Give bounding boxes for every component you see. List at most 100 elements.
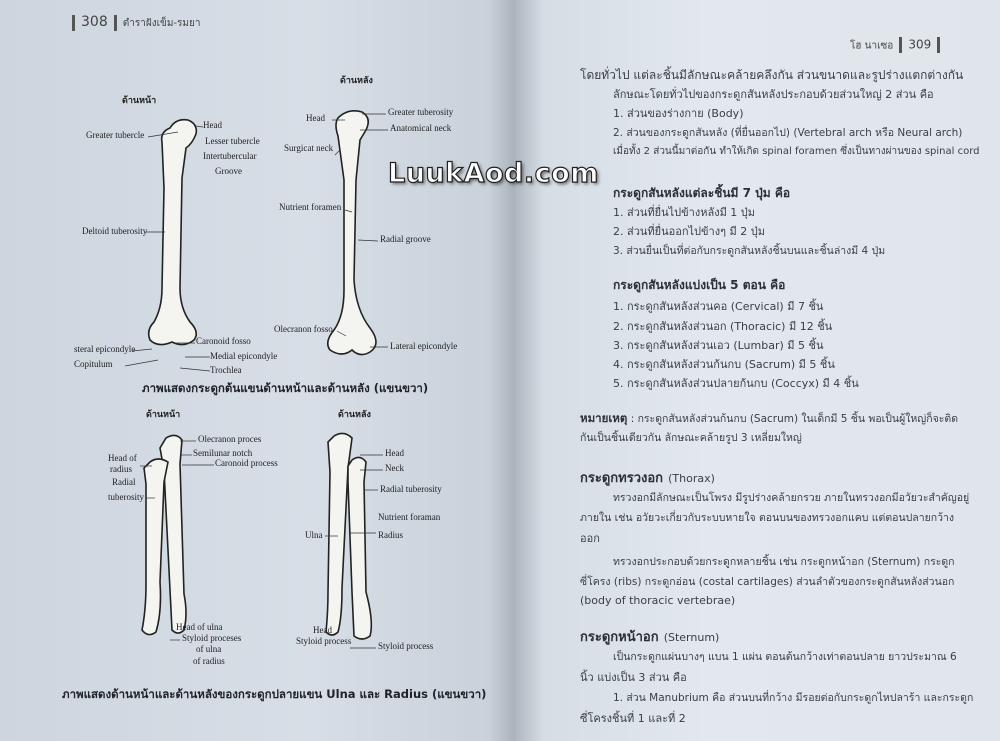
- figure-label: Radial tuberosity: [380, 484, 442, 494]
- figure-label: Anatomical neck: [390, 123, 452, 133]
- header-bar: [113, 14, 117, 31]
- sternum-line: 1. ส่วน Manubrium คือ ส่วนบนที่กว้าง มีร…: [613, 692, 974, 704]
- figure-label: of ulna: [196, 644, 222, 654]
- figure-label: Groove: [215, 166, 242, 176]
- figure-label: Radius: [378, 530, 404, 540]
- figure-label: Copitulum: [74, 359, 113, 369]
- right-running-title: โฮ นาเซอ: [850, 40, 894, 52]
- left-running-title: ตำราฝังเข็ม-รมยา: [122, 18, 201, 29]
- note-line: : กระดูกสันหลังส่วนก้นกบ (Sacrum) ในเด็ก…: [630, 413, 959, 425]
- figure-label: Head: [385, 448, 404, 458]
- note-label: หมายเหตุ: [580, 411, 628, 425]
- figure-label: Trochlea: [210, 365, 242, 375]
- sternum-line: เป็นกระดูกแผ่นบางๆ แบน 1 แผ่น ตอนต้นกว้า…: [613, 651, 957, 663]
- figure-label: tuberosity: [108, 492, 144, 502]
- thorax-line: (body of thoracic vertebrae): [580, 594, 736, 607]
- figure-label: Head: [203, 120, 222, 130]
- right-page-number: 309: [908, 37, 932, 52]
- figure-label: Lateral epicondyle: [390, 341, 458, 351]
- intro-line: ลักษณะโดยทั่วไปของกระดูกสันหลังประกอบด้ว…: [613, 88, 934, 101]
- figure-label: Head of ulna: [176, 622, 223, 632]
- figure-label: Medial epicondyle: [210, 351, 278, 361]
- sections-item: 1. กระดูกสันหลังส่วนคอ (Cervical) มี 7 ช…: [613, 300, 824, 313]
- figure1-caption: ภาพแสดงกระดูกต้นแขนด้านหน้าและด้านหลัง (…: [142, 381, 429, 395]
- processes-item: 3. ส่วนยื่นเป็นที่ต่อกับกระดูกสันหลังชิ้…: [613, 245, 886, 257]
- thorax-line: ออก: [580, 532, 600, 545]
- figure-label: Styloid process: [296, 636, 352, 646]
- intro-line: 1. ส่วนของร่างกาย (Body): [613, 107, 744, 120]
- humerus-posterior: [326, 110, 377, 356]
- processes-item: 1. ส่วนที่ยื่นไปข้างหลังมี 1 ปุ่ม: [613, 206, 756, 219]
- figure-label: Olecranon proces: [198, 434, 262, 444]
- sections-item: 4. กระดูกสันหลังส่วนก้นกบ (Sacrum) มี 5 …: [613, 358, 835, 371]
- sections-item: 5. กระดูกสันหลังส่วนปลายก้นกบ (Coccyx) ม…: [613, 377, 859, 390]
- figure-label: Caronoid fosso: [196, 336, 251, 346]
- thorax-line: ภายใน เช่น อวัยวะเกี่ยวกับระบบหายใจ ตอนบ…: [580, 512, 955, 524]
- bone-illustrations: [124, 110, 388, 649]
- figure-label: Semilunar notch: [193, 448, 253, 458]
- thorax-line: ทรวงอกมีลักษณะเป็นโพรง มีรูปร่างคล้ายกรว…: [613, 492, 970, 504]
- figure-label: Lesser tubercle: [205, 136, 260, 146]
- header-bar: [937, 37, 941, 53]
- figure2-front-title: ด้านหน้า: [146, 410, 181, 420]
- figure-label: Greater tuberosity: [388, 107, 454, 117]
- sections-item: 2. กระดูกสันหลังส่วนอก (Thoracic) มี 12 …: [613, 320, 833, 333]
- left-page: [0, 0, 515, 741]
- note-line: กันเป็นชิ้นเดียวกัน ลักษณะคล้ายรูป 3 เหล…: [580, 432, 802, 444]
- figure-label: Greater tubercle: [86, 130, 145, 140]
- sternum-heading-th: กระดูกหน้าอก: [580, 630, 659, 645]
- figure2-caption: ภาพแสดงด้านหน้าและด้านหลังของกระดูกปลายแ…: [62, 687, 487, 701]
- sections-heading: กระดูกสันหลังแบ่งเป็น 5 ตอน คือ: [613, 278, 786, 292]
- figure2-back-title: ด้านหลัง: [338, 410, 371, 420]
- figure-label: Styloid process: [378, 641, 434, 651]
- figure-label: Caronoid process: [215, 458, 278, 468]
- figure-label: Nutrient foramen: [279, 202, 342, 212]
- figure-label: Radial groove: [380, 234, 431, 244]
- figure-label: Intertubercular: [203, 151, 257, 161]
- sternum-heading: กระดูกหน้าอก (Sternum): [580, 626, 719, 647]
- thorax-heading-en: (Thorax): [668, 472, 715, 485]
- figure-label: Ulna: [305, 530, 323, 540]
- sternum-line: นิ้ว แบ่งเป็น 3 ส่วน คือ: [580, 671, 687, 684]
- processes-heading: กระดูกสันหลังแต่ละชิ้นมี 7 ปุ่ม คือ: [613, 186, 791, 200]
- figure1-front-title: ด้านหน้า: [122, 96, 157, 106]
- intro-line: โดยทั่วไป แต่ละชิ้นมีลักษณะคล้ายคลึงกัน …: [580, 68, 964, 82]
- right-page: [515, 0, 1000, 741]
- watermark: LuukAod.com: [387, 157, 599, 189]
- left-page-number: 308: [81, 14, 108, 30]
- radius-posterior: [347, 456, 373, 640]
- ulna-anterior: [159, 434, 187, 634]
- left-page-header: 308 ตำราฝังเข็ม-รมยา: [66, 14, 200, 31]
- header-bar: [72, 14, 75, 31]
- sternum-heading-en: (Sternum): [663, 631, 720, 644]
- figure-label: radius: [110, 464, 132, 474]
- figure-label: Head: [313, 625, 332, 635]
- figure-label: Radial: [112, 477, 136, 487]
- radius-anterior: [141, 458, 169, 636]
- figure-label: of radius: [193, 656, 225, 666]
- figure-label: Head of: [108, 453, 137, 463]
- ulna-posterior: [325, 432, 353, 636]
- humerus-anterior: [147, 118, 198, 346]
- thorax-line: ซี่โครง (ribs) กระดูกอ่อน (costal cartil…: [580, 576, 955, 588]
- right-page-header: โฮ นาเซอ 309: [850, 37, 946, 54]
- intro-line: เมื่อทั้ง 2 ส่วนนี้มาต่อกัน ทำให้เกิด sp…: [613, 146, 980, 157]
- sternum-line: ซี่โครงชิ้นที่ 1 และที่ 2: [580, 712, 686, 725]
- thorax-heading-th: กระดูกทรวงอก: [580, 471, 664, 486]
- figure-label: Nutrient foraman: [378, 512, 441, 522]
- figure-label: Head: [306, 113, 325, 123]
- note: หมายเหตุ : กระดูกสันหลังส่วนก้นกบ (Sacru…: [580, 410, 958, 428]
- figure-label: steral epicondyle: [74, 344, 136, 354]
- thorax-line: ทรวงอกประกอบด้วยกระดูกหลายชิ้น เช่น กระด…: [613, 556, 955, 568]
- figure-label: Surgicat neck: [284, 143, 334, 153]
- sections-item: 3. กระดูกสันหลังส่วนเอว (Lumbar) มี 5 ชิ…: [613, 339, 824, 352]
- processes-item: 2. ส่วนที่ยื่นออกไปข้างๆ มี 2 ปุ่ม: [613, 225, 765, 238]
- intro-line: 2. ส่วนของกระดูกสันหลัง (ที่ยื่นออกไป) (…: [613, 127, 963, 139]
- figure-label: Styloid proceses: [182, 633, 242, 643]
- figure-label: Olecranon fosso: [274, 324, 333, 334]
- thorax-heading: กระดูกทรวงอก (Thorax): [580, 467, 715, 488]
- header-bar: [899, 37, 903, 53]
- figure1-back-title: ด้านหลัง: [340, 76, 373, 86]
- figure-label: Neck: [385, 463, 404, 473]
- figure-label: Deltoid tuberosity: [82, 226, 148, 236]
